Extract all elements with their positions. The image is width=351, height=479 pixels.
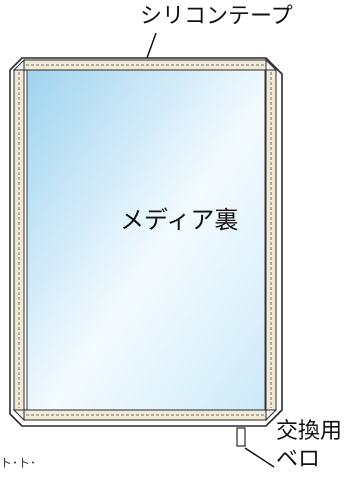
tape-top bbox=[23, 59, 267, 71]
silicone-tape-label: シリコンテープ bbox=[140, 4, 293, 29]
corner-top-right bbox=[265, 58, 278, 71]
frame-outline bbox=[9, 57, 283, 427]
media-back-label: メディア裏 bbox=[120, 206, 239, 234]
leader-replacement-tab bbox=[244, 447, 275, 468]
corner-bottom-right bbox=[265, 409, 278, 422]
corner-top-left bbox=[12, 58, 25, 71]
replacement-label-line1: 交換用 bbox=[276, 419, 343, 444]
media-panel bbox=[26, 69, 266, 411]
leader-silicone-tape bbox=[146, 32, 157, 59]
tape-bottom bbox=[23, 409, 267, 421]
replacement-tab bbox=[236, 427, 246, 447]
corner-bottom-left bbox=[12, 409, 25, 422]
cut-label: ト･ト･ bbox=[0, 456, 37, 470]
replacement-label-line2: ベロ bbox=[276, 447, 321, 472]
